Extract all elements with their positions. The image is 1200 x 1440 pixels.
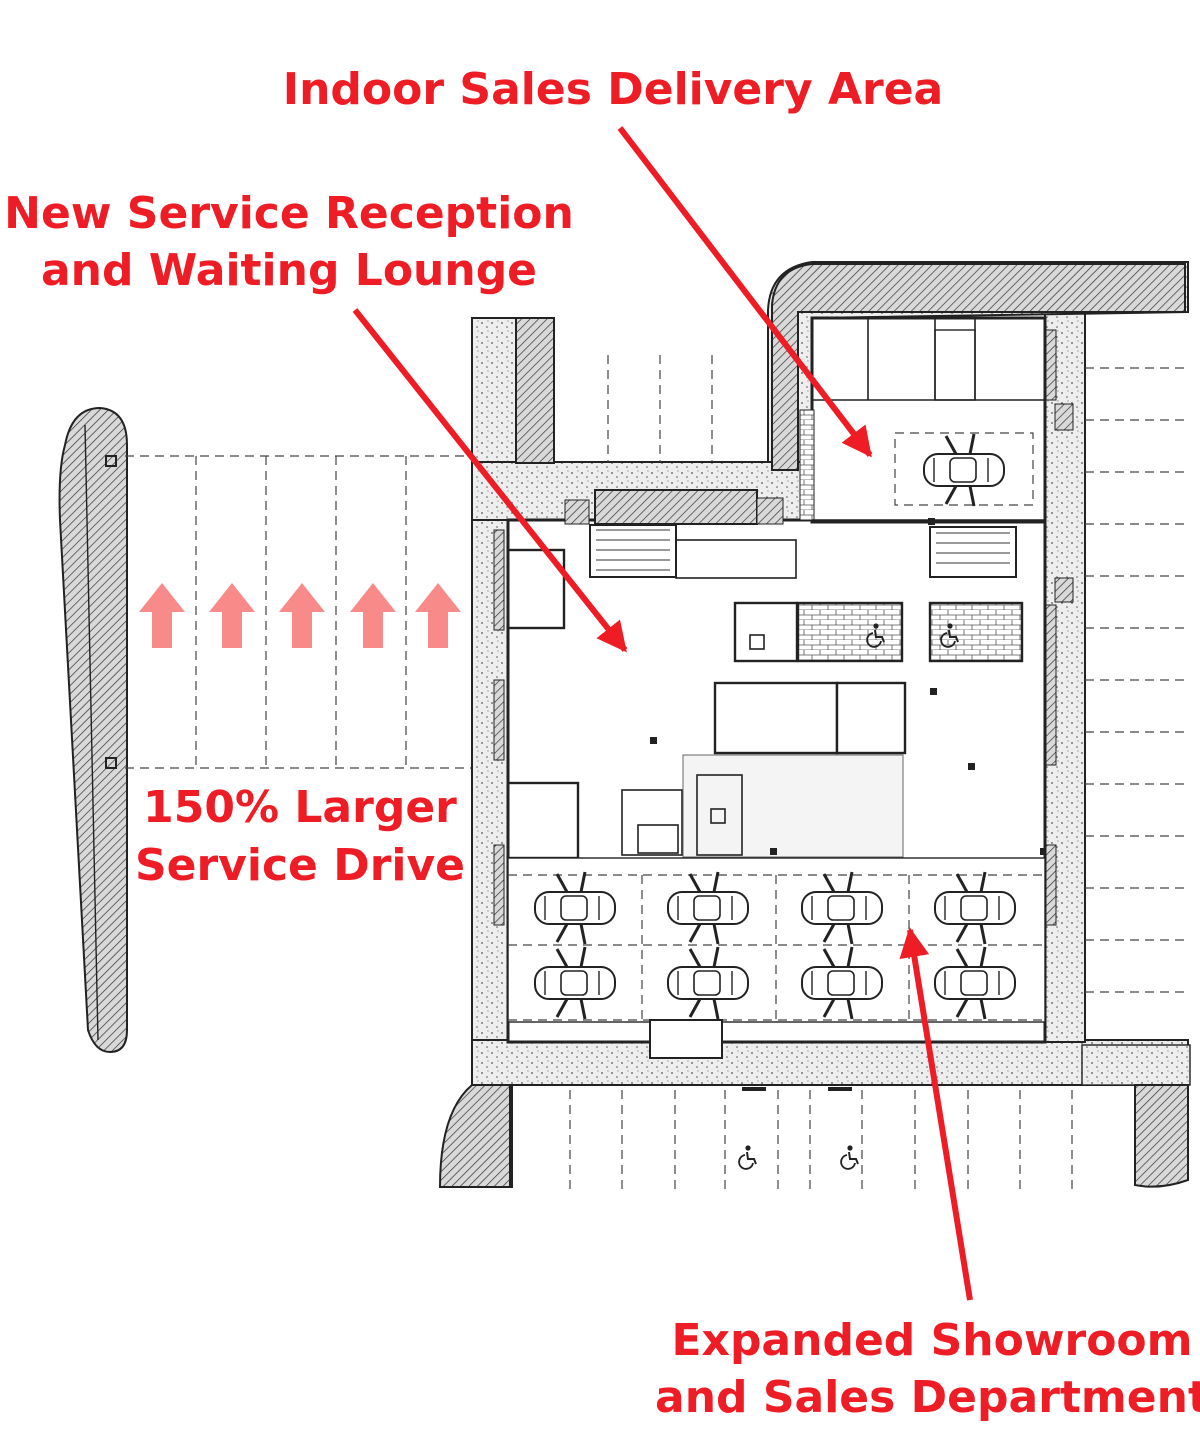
label-showroom-line2: and Sales Department xyxy=(655,1372,1200,1423)
label-service-drive-line2: Service Drive xyxy=(135,840,465,891)
delivery-area-rooms xyxy=(799,316,1047,524)
label-service-reception-line2: and Waiting Lounge xyxy=(41,245,537,296)
delivery-pointer-arrow xyxy=(617,126,873,458)
label-indoor-sales-delivery: Indoor Sales Delivery Area xyxy=(283,64,944,115)
columns xyxy=(650,518,1047,855)
front-parking xyxy=(569,1087,1073,1190)
label-service-drive-line1: 150% Larger xyxy=(143,782,457,833)
label-service-reception-line1: New Service Reception xyxy=(4,188,574,239)
restrooms xyxy=(796,601,1024,663)
showroom-pointer-arrow xyxy=(899,927,973,1301)
up-arrow-icon xyxy=(415,583,461,648)
offices xyxy=(682,601,907,858)
right-parking xyxy=(1085,367,1188,993)
label-showroom-line1: Expanded Showroom xyxy=(672,1315,1193,1366)
reception-pointer-arrow xyxy=(352,308,628,653)
window-walls xyxy=(493,329,1057,926)
annotation-arrows xyxy=(352,126,973,1301)
up-arrow-icon xyxy=(279,583,325,648)
accessible-parking-icon xyxy=(840,1144,859,1170)
left-curb-island xyxy=(58,406,128,1054)
accessible-parking-icon xyxy=(738,1144,757,1170)
up-arrow-icon xyxy=(350,583,396,648)
upper-parking xyxy=(607,355,713,462)
showroom xyxy=(507,857,1046,1059)
drive-direction-arrows xyxy=(139,583,461,648)
stair-cores xyxy=(564,403,1074,603)
up-arrow-icon xyxy=(209,583,255,648)
up-arrow-icon xyxy=(139,583,185,648)
left-rooms xyxy=(506,548,683,860)
